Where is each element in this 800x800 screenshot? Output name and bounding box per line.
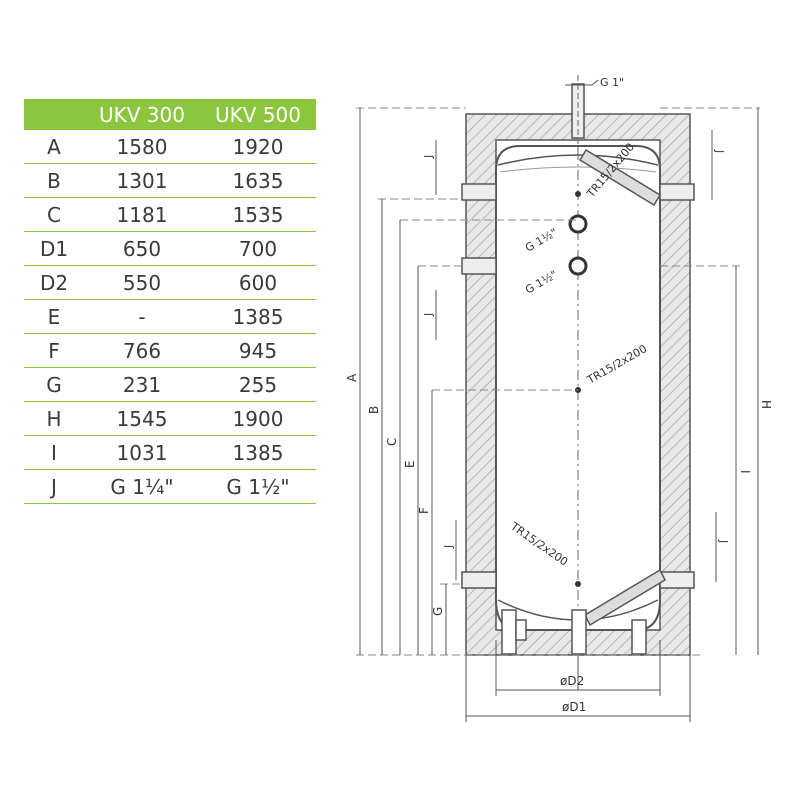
row-label-cell: B: [47, 168, 61, 193]
table-row: J G 1¼" G 1½": [24, 470, 316, 504]
ukv300-value-cell: 231: [122, 372, 162, 397]
ukv300-value-cell: 1301: [116, 168, 168, 193]
lower-heating-coil: [584, 568, 666, 627]
ukv300-value-cell: 650: [122, 236, 162, 261]
table-row: F 766 945: [24, 334, 316, 368]
ukv300-value-cell: 1580: [116, 134, 168, 159]
dim-h-label: H: [759, 400, 773, 409]
upper-heating-coil: [578, 148, 662, 207]
dim-d2-label: øD2: [560, 674, 584, 688]
top-connection-pipe: [565, 75, 599, 150]
ukv500-value-cell: 1385: [232, 304, 284, 329]
row-label-cell: D1: [39, 236, 69, 261]
ukv500-value-cell: G 1½": [226, 474, 290, 499]
dim-j-label-upper-right: J: [713, 149, 726, 153]
ukv500-value-cell: 1385: [232, 440, 284, 465]
dim-j-label-mid-left: J: [422, 313, 435, 317]
table-row: D1 650 700: [24, 232, 316, 266]
sensor-port-1: [568, 214, 588, 234]
dim-a-label: A: [345, 373, 359, 382]
sensor-port-2: [568, 256, 588, 276]
dim-b-label: B: [367, 406, 381, 414]
row-label-cell: C: [47, 202, 61, 227]
ukv500-value-cell: 1535: [232, 202, 284, 227]
dim-e-label: E: [403, 460, 417, 468]
ukv500-value-cell: 255: [238, 372, 278, 397]
ukv300-value-cell: 766: [122, 338, 162, 363]
table-row: A 1580 1920: [24, 130, 316, 164]
dim-j-label-lower-right: J: [717, 539, 730, 543]
table-row: G 231 255: [24, 368, 316, 402]
dim-j-label-upper-left: J: [422, 155, 435, 159]
ukv500-value-cell: 700: [238, 236, 278, 261]
ukv300-value-cell: 550: [122, 270, 162, 295]
vertical-dimensions-left: [359, 108, 447, 655]
ukv500-value-cell: 945: [238, 338, 278, 363]
horizontal-dimensions: [465, 640, 691, 722]
ukv500-value-cell: 1900: [232, 406, 284, 431]
dim-f-label: F: [417, 507, 431, 514]
top-connection-label: G 1": [600, 76, 624, 89]
row-label-cell: F: [48, 338, 60, 363]
dim-g-label: G: [431, 607, 445, 616]
dim-d1-label: øD1: [562, 700, 586, 714]
side-connections-left: [461, 183, 497, 589]
ukv500-value-cell: 1920: [232, 134, 284, 159]
table-row: C 1181 1535: [24, 198, 316, 232]
ukv300-value-cell: -: [138, 304, 146, 329]
table-header-ukv300: UKV 300: [99, 102, 185, 127]
ukv500-value-cell: 1635: [232, 168, 284, 193]
extension-lines: [356, 107, 760, 656]
dim-i-label: I: [738, 470, 752, 474]
ukv500-value-cell: 600: [238, 270, 278, 295]
port-marker-upper: [575, 191, 581, 197]
table-header-row: UKV 300 UKV 500: [24, 99, 316, 130]
table-row: D2 550 600: [24, 266, 316, 300]
dim-j-label-lower-left: J: [442, 545, 455, 549]
port-marker-lower: [575, 581, 581, 587]
row-label-cell: I: [51, 440, 57, 465]
table-row: E - 1385: [24, 300, 316, 334]
ukv300-value-cell: 1181: [116, 202, 168, 227]
row-label-cell: A: [47, 134, 61, 159]
table-row: B 1301 1635: [24, 164, 316, 198]
ukv300-value-cell: 1031: [116, 440, 168, 465]
vertical-dimensions-right: [435, 108, 759, 655]
row-label-cell: J: [51, 474, 57, 499]
row-label-cell: D2: [39, 270, 69, 295]
ukv300-value-cell: 1545: [116, 406, 168, 431]
tank-feet: [501, 609, 647, 655]
dim-c-label: C: [385, 438, 399, 446]
table-row: H 1545 1900: [24, 402, 316, 436]
ukv300-value-cell: G 1¼": [110, 474, 174, 499]
row-label-cell: E: [47, 304, 61, 329]
row-label-cell: H: [46, 406, 62, 431]
table-row: I 1031 1385: [24, 436, 316, 470]
table-header-ukv500: UKV 500: [215, 102, 301, 127]
row-label-cell: G: [46, 372, 62, 397]
